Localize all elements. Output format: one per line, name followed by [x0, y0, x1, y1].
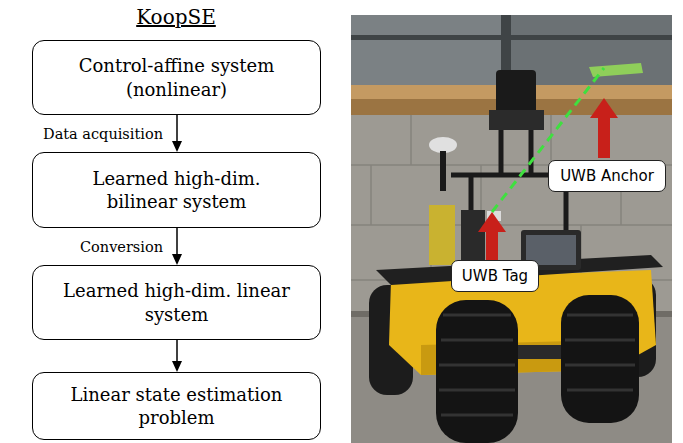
callout-box: UWB Anchor [548, 160, 666, 192]
node-text: UWB Anchor [560, 167, 654, 185]
callout-box: UWB Tag [451, 260, 539, 292]
node-text: Learned high-dim. linear system [57, 279, 297, 326]
robot-photo [351, 15, 672, 443]
process-box: Learned high-dim. bilinear system [32, 152, 321, 228]
flow-arrow [172, 340, 182, 372]
edge-label: Data acquisition [41, 126, 165, 142]
flow-arrow [172, 115, 182, 152]
flow-arrow [172, 228, 182, 265]
process-box: Learned high-dim. linear system [32, 265, 321, 340]
node-text: Control-affine system (nonlinear) [57, 54, 297, 101]
edge-label: Conversion [78, 239, 165, 255]
process-box: Linear state estimation problem [32, 372, 321, 440]
diagram-title: KoopSE [0, 5, 352, 29]
node-text: UWB Tag [462, 267, 528, 285]
node-text: Learned high-dim. bilinear system [57, 167, 297, 214]
process-box: Control-affine system (nonlinear) [32, 40, 321, 115]
node-text: Linear state estimation problem [57, 383, 297, 430]
